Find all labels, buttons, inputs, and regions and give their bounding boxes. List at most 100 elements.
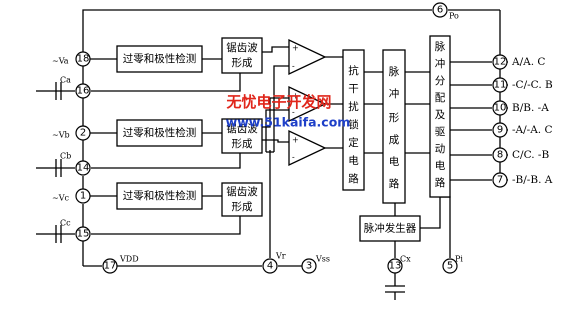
sawtooth-block-c: 锯齿波 形成 bbox=[221, 182, 263, 217]
form-char-3: 成 bbox=[389, 134, 400, 146]
anti-char-6: 路 bbox=[348, 172, 359, 185]
svg-text:-: - bbox=[292, 62, 295, 71]
output-11-label: -C/-C. B bbox=[512, 79, 553, 91]
svg-text:9: 9 bbox=[497, 125, 503, 136]
pin-4: 4 bbox=[262, 258, 278, 274]
label-vc: ~Vc bbox=[52, 194, 69, 203]
label-vb: ~Vb bbox=[52, 131, 70, 140]
zero-cross-block-c: 过零和极性检测 bbox=[116, 182, 203, 210]
svg-text:17: 17 bbox=[104, 261, 117, 272]
anti-char-5: 电 bbox=[348, 154, 359, 167]
label-ca: Ca bbox=[60, 76, 71, 85]
dist-char-8: 路 bbox=[435, 176, 446, 189]
zero-cross-label-b: 过零和极性检测 bbox=[123, 126, 197, 139]
comparator-c: + - bbox=[288, 129, 327, 167]
pin-18: 18 bbox=[75, 51, 91, 67]
svg-text:11: 11 bbox=[494, 80, 507, 91]
watermark-line2: www.51kaifa.com bbox=[226, 115, 351, 130]
svg-text:12: 12 bbox=[494, 57, 507, 68]
pin-14: 14 bbox=[75, 160, 91, 176]
sawtooth-label-a2: 形成 bbox=[232, 57, 253, 69]
label-va: ~Va bbox=[52, 57, 69, 66]
capacitor-cc bbox=[36, 225, 75, 243]
svg-text:7: 7 bbox=[497, 175, 503, 186]
label-vdd: VDD bbox=[119, 255, 139, 264]
output-12-label: A/A. C bbox=[511, 56, 545, 68]
watermark: 无忧电子开发网 www.51kaifa.com bbox=[225, 93, 350, 130]
svg-text:+: + bbox=[292, 44, 299, 53]
pin-2: 2 bbox=[75, 125, 91, 141]
pin-16: 16 bbox=[75, 83, 91, 99]
svg-text:2: 2 bbox=[80, 128, 86, 139]
form-char-1: 冲 bbox=[389, 87, 400, 100]
sawtooth-block-b: 锯齿波 形成 bbox=[221, 118, 263, 154]
output-7-label: -B/-B. A bbox=[512, 174, 553, 186]
pin-9: 9 bbox=[492, 122, 508, 138]
pulse-generator-label: 脉冲发生器 bbox=[364, 222, 417, 235]
pin-13: 13 bbox=[387, 258, 403, 274]
pin-1: 1 bbox=[75, 188, 91, 204]
form-char-4: 电 bbox=[389, 155, 400, 168]
zero-cross-block-a: 过零和极性检测 bbox=[116, 45, 203, 73]
dist-char-1: 冲 bbox=[435, 57, 446, 70]
label-po: Po bbox=[449, 12, 459, 21]
pin-7: 7 bbox=[492, 172, 508, 188]
capacitor-ca bbox=[36, 82, 75, 100]
comparator-b: + - bbox=[288, 85, 327, 123]
svg-text:8: 8 bbox=[497, 150, 503, 161]
dist-char-7: 电 bbox=[435, 159, 446, 172]
output-8-label: C/C. -B bbox=[512, 149, 549, 161]
form-char-0: 脉 bbox=[389, 65, 400, 78]
svg-text:+: + bbox=[292, 136, 299, 145]
comparator-a: + - bbox=[288, 38, 327, 76]
sawtooth-label-a1: 锯齿波 bbox=[226, 41, 258, 54]
svg-text:3: 3 bbox=[306, 261, 312, 272]
svg-text:10: 10 bbox=[494, 103, 507, 114]
svg-text:4: 4 bbox=[267, 261, 273, 272]
svg-text:-: - bbox=[292, 153, 295, 162]
svg-text:5: 5 bbox=[447, 261, 453, 272]
pulse-generator-block: 脉冲发生器 bbox=[359, 215, 421, 242]
svg-text:15: 15 bbox=[77, 229, 90, 240]
pin-15: 15 bbox=[75, 226, 91, 242]
capacitor-cb bbox=[36, 159, 75, 177]
svg-text:6: 6 bbox=[437, 5, 443, 16]
anti-char-3: 锁 bbox=[348, 118, 359, 131]
label-pi: Pi bbox=[455, 255, 463, 264]
pin-10: 10 bbox=[492, 100, 508, 116]
label-vss: Vss bbox=[315, 255, 330, 264]
pin-12: 12 bbox=[492, 54, 508, 70]
svg-text:+: + bbox=[292, 92, 299, 101]
sawtooth-label-b1: 锯齿波 bbox=[226, 122, 258, 135]
dist-char-0: 脉 bbox=[435, 40, 446, 53]
svg-text:14: 14 bbox=[77, 163, 90, 174]
sawtooth-block-a: 锯齿波 形成 bbox=[221, 37, 263, 74]
pin-5: 5 bbox=[442, 258, 458, 274]
label-cb: Cb bbox=[60, 152, 71, 161]
pin-17: 17 bbox=[102, 258, 118, 274]
svg-text:18: 18 bbox=[77, 54, 90, 65]
anti-char-0: 抗 bbox=[348, 64, 359, 77]
form-char-5: 路 bbox=[389, 177, 400, 190]
svg-text:13: 13 bbox=[389, 261, 402, 272]
svg-text:-: - bbox=[292, 108, 295, 117]
sawtooth-label-c2: 形成 bbox=[232, 201, 253, 213]
label-cx: Cx bbox=[400, 255, 411, 264]
pin-8: 8 bbox=[492, 147, 508, 163]
zero-cross-label-a: 过零和极性检测 bbox=[123, 52, 197, 65]
dist-char-6: 动 bbox=[435, 143, 446, 155]
dist-char-3: 配 bbox=[435, 92, 446, 104]
anti-char-1: 干 bbox=[348, 83, 359, 95]
watermark-line1: 无忧电子开发网 bbox=[225, 93, 331, 111]
sawtooth-label-c1: 锯齿波 bbox=[226, 185, 258, 198]
anti-char-2: 扰 bbox=[348, 100, 359, 113]
label-cc: Cc bbox=[60, 219, 71, 228]
anti-interference-block: 抗 干 扰 锁 定 电 路 bbox=[342, 49, 365, 191]
dist-char-4: 及 bbox=[435, 109, 446, 121]
form-char-2: 形 bbox=[389, 112, 400, 124]
pin-3: 3 bbox=[301, 258, 317, 274]
svg-text:16: 16 bbox=[77, 86, 90, 97]
svg-text:1: 1 bbox=[80, 191, 86, 202]
